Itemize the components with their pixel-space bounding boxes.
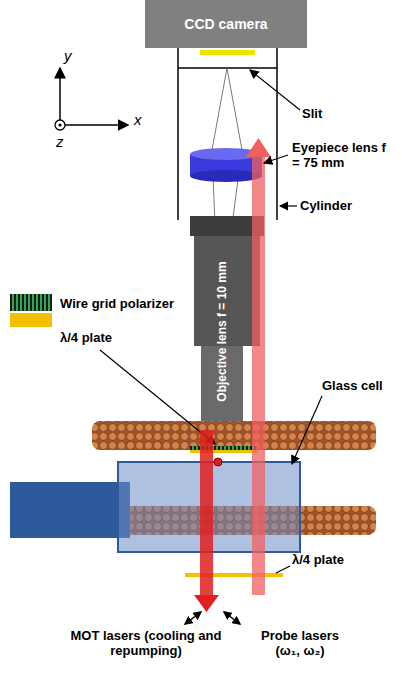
part-label: Glass cell <box>322 378 412 393</box>
part-label: Eyepiece lens f = 75 mm <box>292 140 392 170</box>
axis-label: x <box>134 112 154 127</box>
axis-label: y <box>64 48 84 63</box>
part-label: Probe lasers (ω₁, ω₂) <box>250 628 350 658</box>
camera-box: CCD camera <box>145 0 307 48</box>
part-label: Cylinder <box>300 198 380 213</box>
objective-lens: Objective lens f = 10 mm <box>199 238 245 424</box>
part-label: MOT lasers (cooling and repumping) <box>62 628 230 658</box>
part-label: Wire grid polarizer <box>60 296 210 311</box>
node-label: Objective lens f = 10 mm <box>215 243 230 419</box>
part-label: λ/4 plate <box>60 330 150 345</box>
axis-label: z <box>56 134 76 149</box>
part-label: Slit <box>302 106 362 121</box>
part-label: λ/4 plate <box>292 552 382 567</box>
node-label: CCD camera <box>184 16 267 33</box>
